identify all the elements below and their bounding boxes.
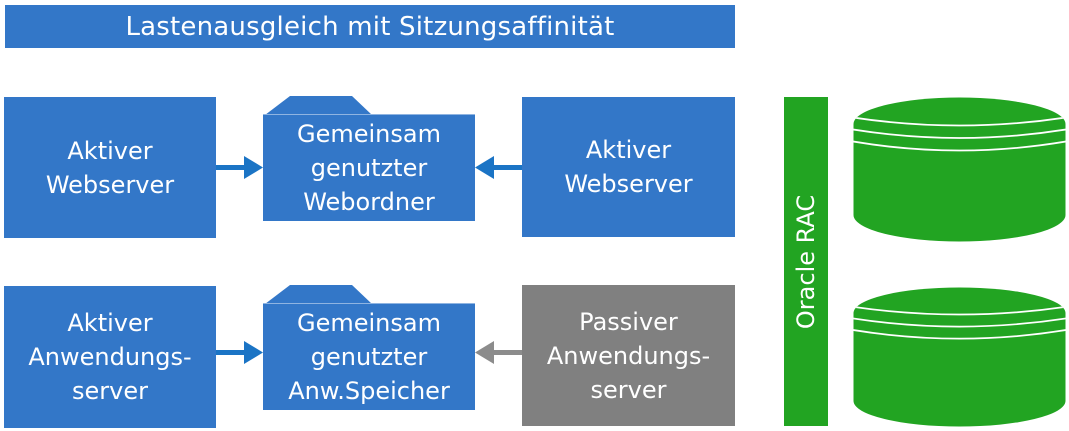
node-active-webserver-right: Aktiver Webserver: [522, 97, 735, 237]
database-cylinder-icon: [853, 97, 1066, 242]
diagram-title: Lastenausgleich mit Sitzungsaffinität: [125, 11, 615, 42]
oracle-rac-label: Oracle RAC: [792, 194, 820, 329]
node-label: Aktiver Anwendungs- server: [28, 309, 192, 405]
node-label: Aktiver Webserver: [564, 136, 693, 198]
shared-app-storage-folder: Gemeinsam genutzter Anw.Speicher: [263, 285, 475, 410]
shared-web-folder: Gemeinsam genutzter Webordner: [263, 96, 475, 221]
node-active-appserver: Aktiver Anwendungs- server: [4, 286, 216, 428]
arrow-left-icon: [475, 341, 522, 364]
folder-icon: [265, 96, 372, 115]
arrow-right-icon: [216, 156, 263, 179]
folder-label: Gemeinsam genutzter Webordner: [297, 120, 441, 216]
arrow-right-icon: [216, 341, 263, 364]
node-passive-appserver: Passiver Anwendungs- server: [522, 285, 735, 426]
arrow-left-icon: [475, 156, 522, 179]
folder-icon: [265, 285, 372, 304]
folder-body: Gemeinsam genutzter Webordner: [263, 114, 475, 221]
node-label: Aktiver Webserver: [45, 136, 175, 199]
folder-label: Gemeinsam genutzter Anw.Speicher: [288, 309, 450, 405]
oracle-rac-bar: Oracle RAC: [784, 97, 828, 426]
title-banner: Lastenausgleich mit Sitzungsaffinität: [5, 5, 735, 48]
database-cylinder-icon: [853, 287, 1066, 427]
node-label: Passiver Anwendungs- server: [546, 307, 711, 404]
node-active-webserver-left: Aktiver Webserver: [4, 97, 216, 238]
folder-body: Gemeinsam genutzter Anw.Speicher: [263, 303, 475, 410]
